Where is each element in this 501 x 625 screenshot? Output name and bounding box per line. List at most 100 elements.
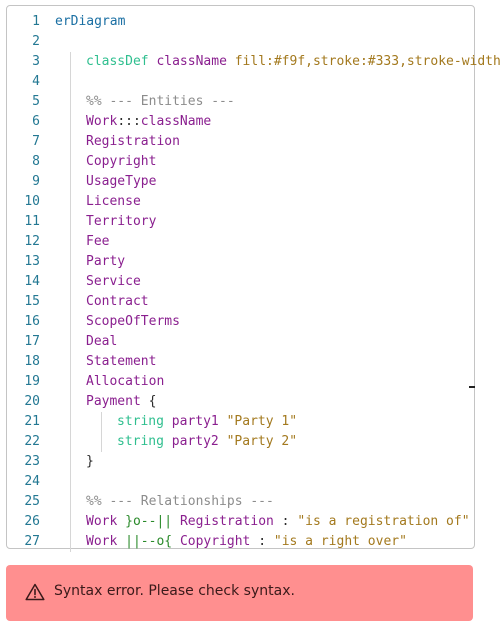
line-number: 27	[24, 534, 40, 549]
code-token: License	[86, 194, 141, 209]
line-number: 8	[32, 154, 40, 169]
line-number: 12	[24, 234, 40, 249]
line-number: 25	[24, 494, 40, 509]
line-code: }	[86, 452, 94, 472]
code-line[interactable]: 27 Work ||--o{ Copyright : "is a right ov…	[7, 532, 474, 552]
code-line[interactable]: 7 Registration	[7, 132, 474, 152]
code-line[interactable]: 23}	[7, 452, 474, 472]
line-code: Party	[86, 252, 125, 272]
code-token: }o--||	[117, 514, 180, 529]
line-code: Work ||--o{ Copyright : "is a right over…	[86, 532, 407, 552]
code-token: Copyright	[86, 154, 157, 169]
line-number: 23	[24, 454, 40, 469]
indent-guide	[101, 412, 102, 452]
line-number: 3	[32, 54, 40, 69]
code-line[interactable]: 3 classDef className fill:#f9f,stroke:#33…	[7, 52, 501, 72]
line-code: Payment {	[86, 392, 156, 412]
code-line[interactable]: 11 Territory	[7, 212, 474, 232]
code-token: classDef	[86, 54, 149, 69]
syntax-error-banner: Syntax error. Please check syntax.	[6, 565, 473, 621]
code-token: :::	[117, 114, 141, 129]
line-code: string party1 "Party 1"	[117, 412, 297, 432]
line-number: 17	[24, 334, 40, 349]
line-code: Work:::className	[86, 112, 211, 132]
code-token: Party	[86, 254, 126, 269]
code-token: :	[250, 534, 274, 549]
line-code: Copyright	[86, 152, 156, 172]
code-line[interactable]: 2	[7, 32, 474, 52]
code-token: "Party 1"	[226, 414, 298, 429]
code-token: fill:#f9f,stroke:#333,stroke-width	[234, 54, 501, 69]
code-line[interactable]: 18 Statement	[7, 352, 474, 372]
line-number: 10	[24, 194, 40, 209]
code-token: Territory	[86, 214, 157, 229]
line-code: Service	[86, 272, 141, 292]
code-token: Work	[86, 114, 118, 129]
line-number: 7	[32, 134, 40, 149]
code-token: {	[140, 394, 157, 409]
code-token: Payment	[86, 394, 141, 409]
code-token: UsageType	[86, 174, 157, 189]
code-token: Registration	[179, 514, 274, 529]
code-line[interactable]: 5 %% --- Entities ---	[7, 92, 474, 112]
code-line[interactable]: 16 ScopeOfTerms	[7, 312, 474, 332]
code-token: Registration	[86, 134, 180, 149]
code-token: "is a registration of"	[297, 514, 470, 529]
line-code: Territory	[86, 212, 156, 232]
code-token: party1	[163, 414, 227, 429]
code-token: "is a right over"	[273, 534, 407, 549]
text-cursor	[469, 386, 475, 388]
code-token: string	[117, 414, 164, 429]
line-number: 2	[32, 34, 40, 49]
line-code: %% --- Entities ---	[86, 92, 235, 112]
line-code: erDiagram	[55, 12, 125, 32]
line-number: 24	[24, 474, 40, 489]
line-code: Deal	[86, 332, 117, 352]
code-line[interactable]: 20 Payment {	[7, 392, 474, 412]
code-token: Statement	[86, 354, 157, 369]
code-line[interactable]: 17 Deal	[7, 332, 474, 352]
code-line[interactable]: 8 Copyright	[7, 152, 474, 172]
code-token: ||--o{	[117, 534, 180, 549]
line-number: 5	[32, 94, 40, 109]
code-token: ScopeOfTerms	[86, 314, 180, 329]
code-line[interactable]: 10 License	[7, 192, 474, 212]
code-line[interactable]: 4	[7, 72, 474, 92]
line-code: ScopeOfTerms	[86, 312, 180, 332]
code-token: party2	[163, 434, 227, 449]
line-number: 4	[32, 74, 40, 89]
code-token: Contract	[86, 294, 149, 309]
indent-guide	[70, 52, 71, 552]
code-token: :	[273, 514, 298, 529]
code-token: className	[148, 54, 235, 69]
line-number: 18	[24, 354, 40, 369]
line-number: 22	[24, 434, 40, 449]
line-code: Allocation	[86, 372, 164, 392]
code-token: }	[86, 454, 94, 469]
line-number: 16	[24, 314, 40, 329]
code-token: Deal	[86, 334, 118, 349]
code-line[interactable]: 25 %% --- Relationships ---	[7, 492, 474, 512]
code-token: erDiagram	[55, 14, 126, 29]
line-number: 20	[24, 394, 40, 409]
line-number: 11	[24, 214, 40, 229]
code-token: Service	[86, 274, 141, 289]
code-token: Work	[86, 534, 118, 549]
code-line[interactable]: 24	[7, 472, 474, 492]
error-message: Syntax error. Please check syntax.	[54, 583, 295, 599]
code-token: className	[140, 114, 212, 129]
code-token: %% --- Relationships ---	[86, 494, 274, 509]
